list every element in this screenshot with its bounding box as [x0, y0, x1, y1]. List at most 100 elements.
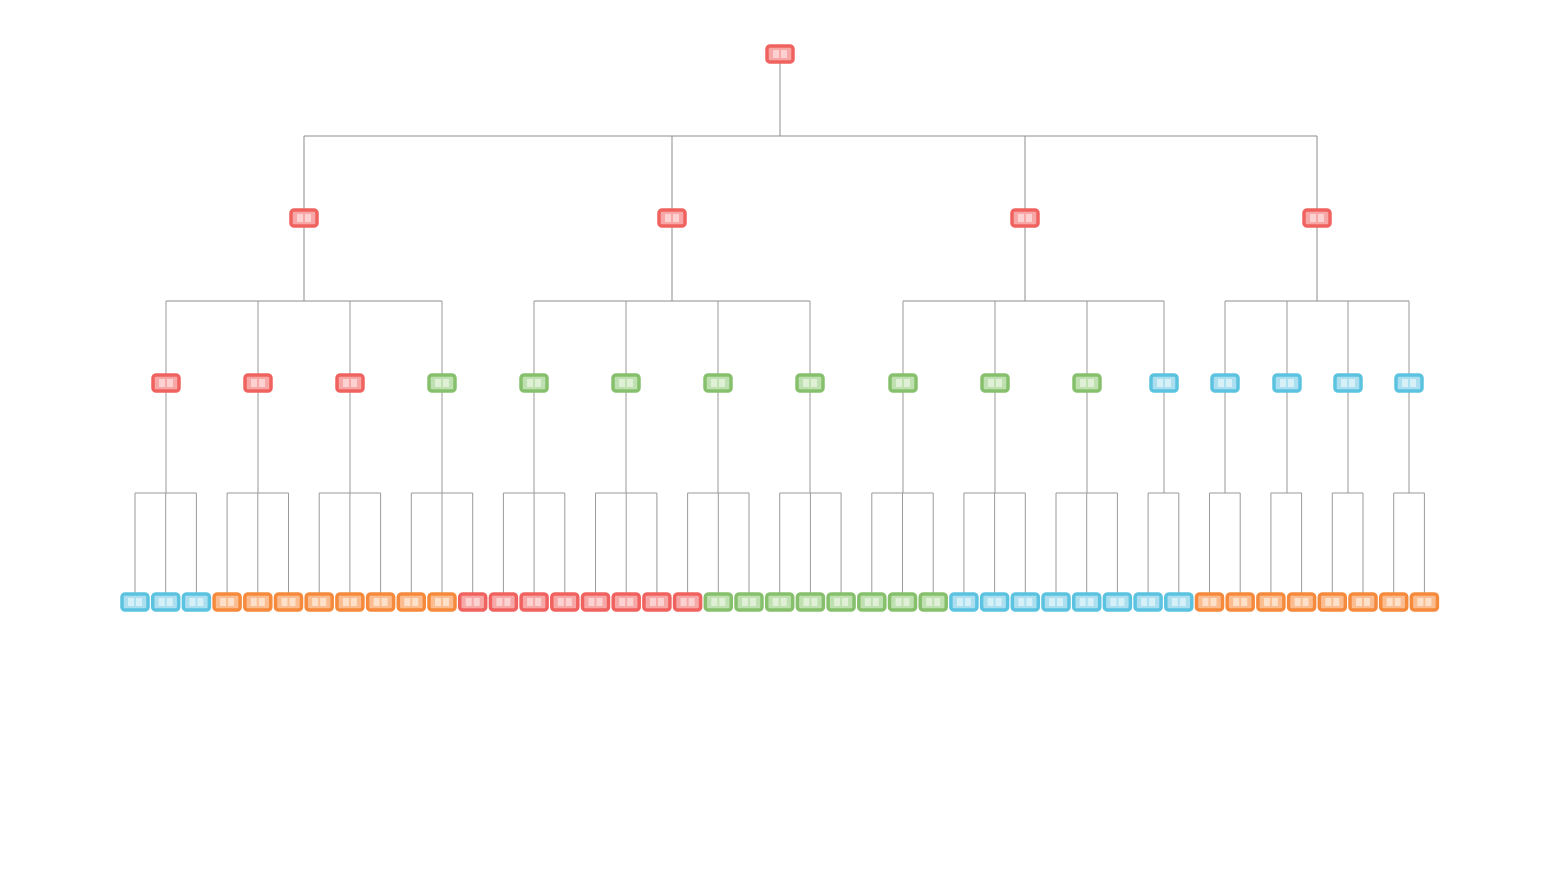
tree-node-orange-level-3[interactable]: [1194, 592, 1225, 612]
node-cell: [588, 598, 595, 606]
tree-node-orange-level-3[interactable]: [243, 592, 273, 612]
tree-node-orange-level-3[interactable]: [427, 592, 457, 612]
tree-node-orange-level-3[interactable]: [273, 592, 304, 612]
node-cell: [995, 598, 1002, 606]
node-cell: [772, 598, 779, 606]
tree-node-blue-level-3[interactable]: [181, 592, 212, 612]
node-cell: [619, 379, 625, 387]
node-cell: [596, 598, 603, 606]
tree-node-green-level-2[interactable]: [427, 373, 457, 393]
tree-node-red-level-1[interactable]: [289, 208, 319, 228]
tree-node-blue-level-3[interactable]: [949, 592, 979, 612]
node-cell: [1218, 379, 1224, 387]
tree-node-blue-level-3[interactable]: [1071, 592, 1102, 612]
tree-node-blue-level-2[interactable]: [1272, 373, 1302, 393]
tree-node-blue-level-2[interactable]: [1333, 373, 1363, 393]
tree-node-orange-level-3[interactable]: [1286, 592, 1317, 612]
tree-node-green-level-2[interactable]: [795, 373, 825, 393]
tree-node-green-level-3[interactable]: [887, 592, 918, 612]
tree-node-red-level-3[interactable]: [488, 592, 519, 612]
tree-node-orange-level-3[interactable]: [365, 592, 396, 612]
tree-node-orange-level-3[interactable]: [396, 592, 427, 612]
tree-node-blue-level-3[interactable]: [1010, 592, 1041, 612]
tree-node-green-level-2[interactable]: [703, 373, 733, 393]
node-cell: [1271, 598, 1278, 606]
node-cell: [443, 598, 449, 606]
node-cell: [1349, 379, 1355, 387]
node-cell: [1157, 379, 1163, 387]
node-cell: [750, 598, 756, 606]
node-cell: [305, 214, 311, 222]
tree-node-green-level-3[interactable]: [795, 592, 826, 612]
tree-node-green-level-2[interactable]: [980, 373, 1010, 393]
tree-node-blue-level-3[interactable]: [1133, 592, 1163, 612]
node-cell: [803, 379, 809, 387]
node-cell: [1141, 598, 1148, 606]
tree-node-red-level-2[interactable]: [335, 373, 365, 393]
tree-node-red-level-3[interactable]: [672, 592, 703, 612]
node-cell: [673, 214, 679, 222]
tree-node-orange-level-3[interactable]: [1378, 592, 1409, 612]
node-cell: [136, 598, 142, 606]
tree-node-red-level-1[interactable]: [1302, 208, 1332, 228]
node-cell: [496, 598, 503, 606]
tree-node-green-level-3[interactable]: [734, 592, 764, 612]
tree-node-red-level-3[interactable]: [457, 592, 488, 612]
node-cell: [189, 598, 196, 606]
node-cell: [228, 598, 235, 606]
tree-node-blue-level-3[interactable]: [979, 592, 1010, 612]
tree-node-orange-level-3[interactable]: [1348, 592, 1378, 612]
node-cell: [926, 598, 933, 606]
tree-node-blue-level-3[interactable]: [150, 592, 181, 612]
node-cell: [1026, 214, 1032, 222]
tree-node-blue-level-3[interactable]: [120, 592, 150, 612]
node-cell: [811, 379, 817, 387]
tree-node-red-level-2[interactable]: [243, 373, 273, 393]
tree-node-red-level-1[interactable]: [657, 208, 687, 228]
tree-node-green-level-3[interactable]: [857, 592, 887, 612]
node-cell: [527, 598, 534, 606]
node-cell: [1333, 598, 1340, 606]
tree-node-green-level-3[interactable]: [826, 592, 856, 612]
node-cell: [351, 379, 357, 387]
node-cell: [665, 214, 671, 222]
tree-node-blue-level-3[interactable]: [1102, 592, 1133, 612]
tree-node-green-level-3[interactable]: [764, 592, 795, 612]
tree-node-blue-level-2[interactable]: [1149, 373, 1179, 393]
tree-node-green-level-2[interactable]: [519, 373, 549, 393]
tree-node-blue-level-2[interactable]: [1394, 373, 1424, 393]
tree-node-orange-level-3[interactable]: [212, 592, 242, 612]
tree-node-red-level-3[interactable]: [642, 592, 672, 612]
tree-node-green-level-2[interactable]: [1072, 373, 1102, 393]
tree-node-red-level-3[interactable]: [611, 592, 641, 612]
tree-node-red-level-1[interactable]: [1010, 208, 1040, 228]
tree-node-red-level-3[interactable]: [519, 592, 549, 612]
tree-node-red-level-0[interactable]: [765, 44, 795, 64]
node-cell: [412, 598, 419, 606]
tree-node-red-level-3[interactable]: [550, 592, 580, 612]
tree-node-green-level-3[interactable]: [918, 592, 948, 612]
tree-node-orange-level-3[interactable]: [1317, 592, 1348, 612]
node-cell: [281, 598, 288, 606]
node-cell: [1165, 379, 1171, 387]
tree-node-green-level-2[interactable]: [888, 373, 918, 393]
tree-node-orange-level-3[interactable]: [335, 592, 365, 612]
node-cell: [297, 214, 303, 222]
tree-node-red-level-3[interactable]: [580, 592, 611, 612]
tree-node-green-level-3[interactable]: [703, 592, 734, 612]
node-cell: [1149, 598, 1156, 606]
tree-node-orange-level-3[interactable]: [1256, 592, 1286, 612]
tree-node-red-level-2[interactable]: [151, 373, 181, 393]
node-cell: [781, 50, 787, 58]
tree-node-orange-level-3[interactable]: [1225, 592, 1255, 612]
tree-node-blue-level-3[interactable]: [1164, 592, 1194, 612]
tree-node-orange-level-3[interactable]: [304, 592, 334, 612]
tree-node-blue-level-2[interactable]: [1210, 373, 1240, 393]
node-cell: [1179, 598, 1186, 606]
tree-node-blue-level-3[interactable]: [1041, 592, 1071, 612]
tree-node-green-level-2[interactable]: [611, 373, 641, 393]
node-cell: [1241, 598, 1248, 606]
node-cell: [320, 598, 327, 606]
node-cell: [1310, 214, 1316, 222]
tree-node-orange-level-3[interactable]: [1409, 592, 1440, 612]
